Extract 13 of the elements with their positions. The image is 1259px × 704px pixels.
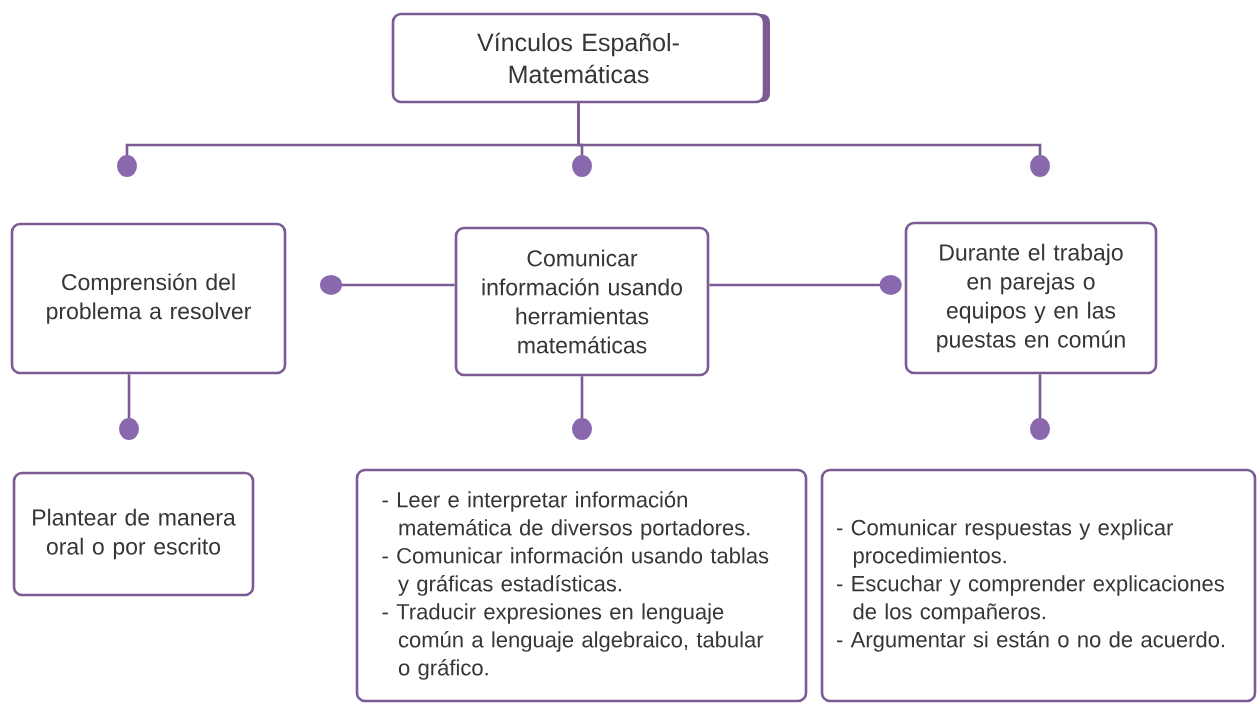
- concept-box: Comunicar información usando herramientas matemáticas: [454, 226, 710, 377]
- connector: [572, 376, 592, 440]
- connector: [709, 275, 902, 295]
- concept-box: Durante el trabajo en parejas o equipos y en las puestas en común: [904, 221, 1158, 375]
- connector: [1030, 374, 1050, 440]
- list-box: - Leer e interpretar información matemática de diversos portadores. - Comunicar información usando tablas y gráficas estadísticas. - Traducir expresiones en lenguaje común a lenguaje algebraico, tabular o gráfico.: [355, 468, 808, 703]
- concept-box: Comprensión del problema a resolver: [10, 222, 287, 375]
- connector: [119, 374, 139, 440]
- connector: [577, 103, 1050, 177]
- title-box: Vínculos Español-Matemáticas: [391, 12, 770, 104]
- concept-box: Plantear de manera oral o por escrito: [12, 471, 255, 597]
- connector: [320, 275, 455, 295]
- list-box: - Comunicar respuestas y explicar procedimientos. - Escuchar y comprender explicaciones de los compañeros. - Argumentar si están o no de acuerdo.: [820, 468, 1257, 703]
